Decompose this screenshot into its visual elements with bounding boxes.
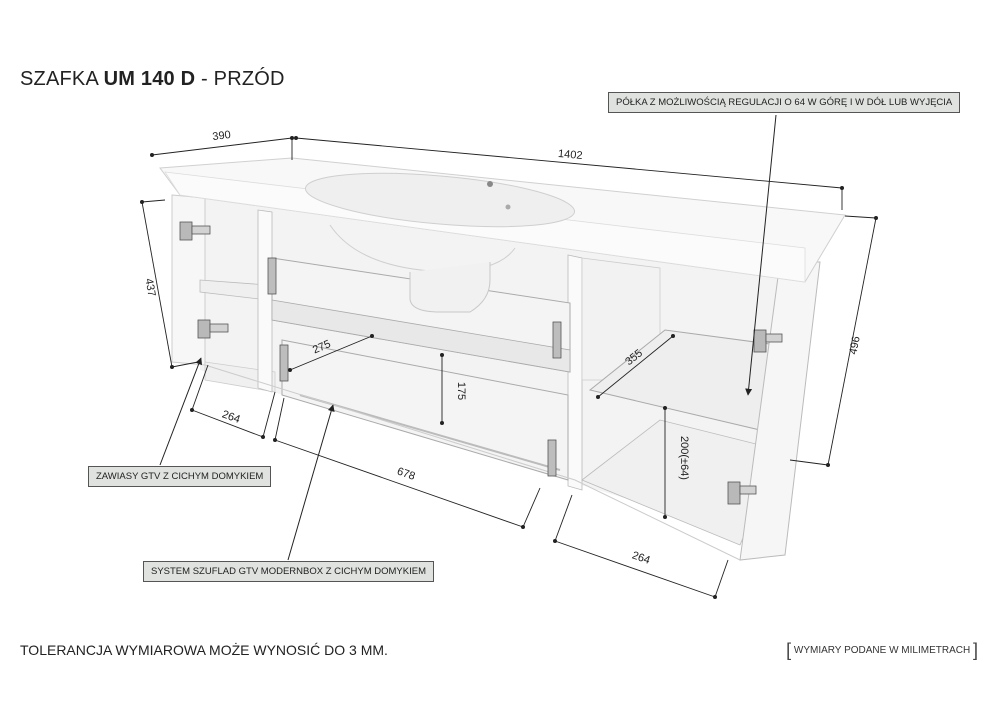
drawer-runner-icon <box>267 257 562 477</box>
callout-shelf: PÓŁKA Z MOŻLIWOŚCIĄ REGULACJI O 64 W GÓR… <box>608 92 961 113</box>
hinge-icon <box>197 319 229 339</box>
washbasin <box>304 172 576 228</box>
hinge-icon <box>179 221 211 241</box>
title-prefix: SZAFKA <box>20 68 104 90</box>
dim-right-depth: 264 <box>630 550 651 567</box>
dim-drawer-width: 678 <box>395 466 416 483</box>
title-suffix: - PRZÓD <box>195 68 285 90</box>
center-left-partition <box>257 209 273 393</box>
dim-width-total: 1402 <box>558 148 583 162</box>
hinge-icon <box>727 481 757 505</box>
callout-drawers: SYSTEM SZUFLAD GTV MODERNBOX Z CICHYM DO… <box>143 561 434 582</box>
units-note: [ WYMIARY PODANE W MILIMETRACH ] <box>786 640 978 660</box>
hinge-icon <box>753 329 783 353</box>
dim-left-depth: 264 <box>220 408 241 426</box>
tolerance-note: TOLERANCJA WYMIAROWA MOŻE WYNOSIĆ DO 3 M… <box>20 642 388 658</box>
callout-hinges: ZAWIASY GTV Z CICHYM DOMYKIEM <box>88 466 272 487</box>
dim-drawer-height: 175 <box>455 382 467 400</box>
model-name: UM 140 D <box>103 68 196 90</box>
units-text: WYMIARY PODANE W MILIMETRACH <box>793 645 971 657</box>
page-title: SZAFKA UM 140 D - PRZÓD <box>20 68 285 91</box>
dim-height-right: 496 <box>847 335 862 355</box>
dim-height-left: 437 <box>142 277 157 297</box>
dim-shelf-adjust: 200(±64) <box>678 436 690 480</box>
dim-depth-top: 390 <box>212 129 232 143</box>
siphon <box>409 262 491 313</box>
